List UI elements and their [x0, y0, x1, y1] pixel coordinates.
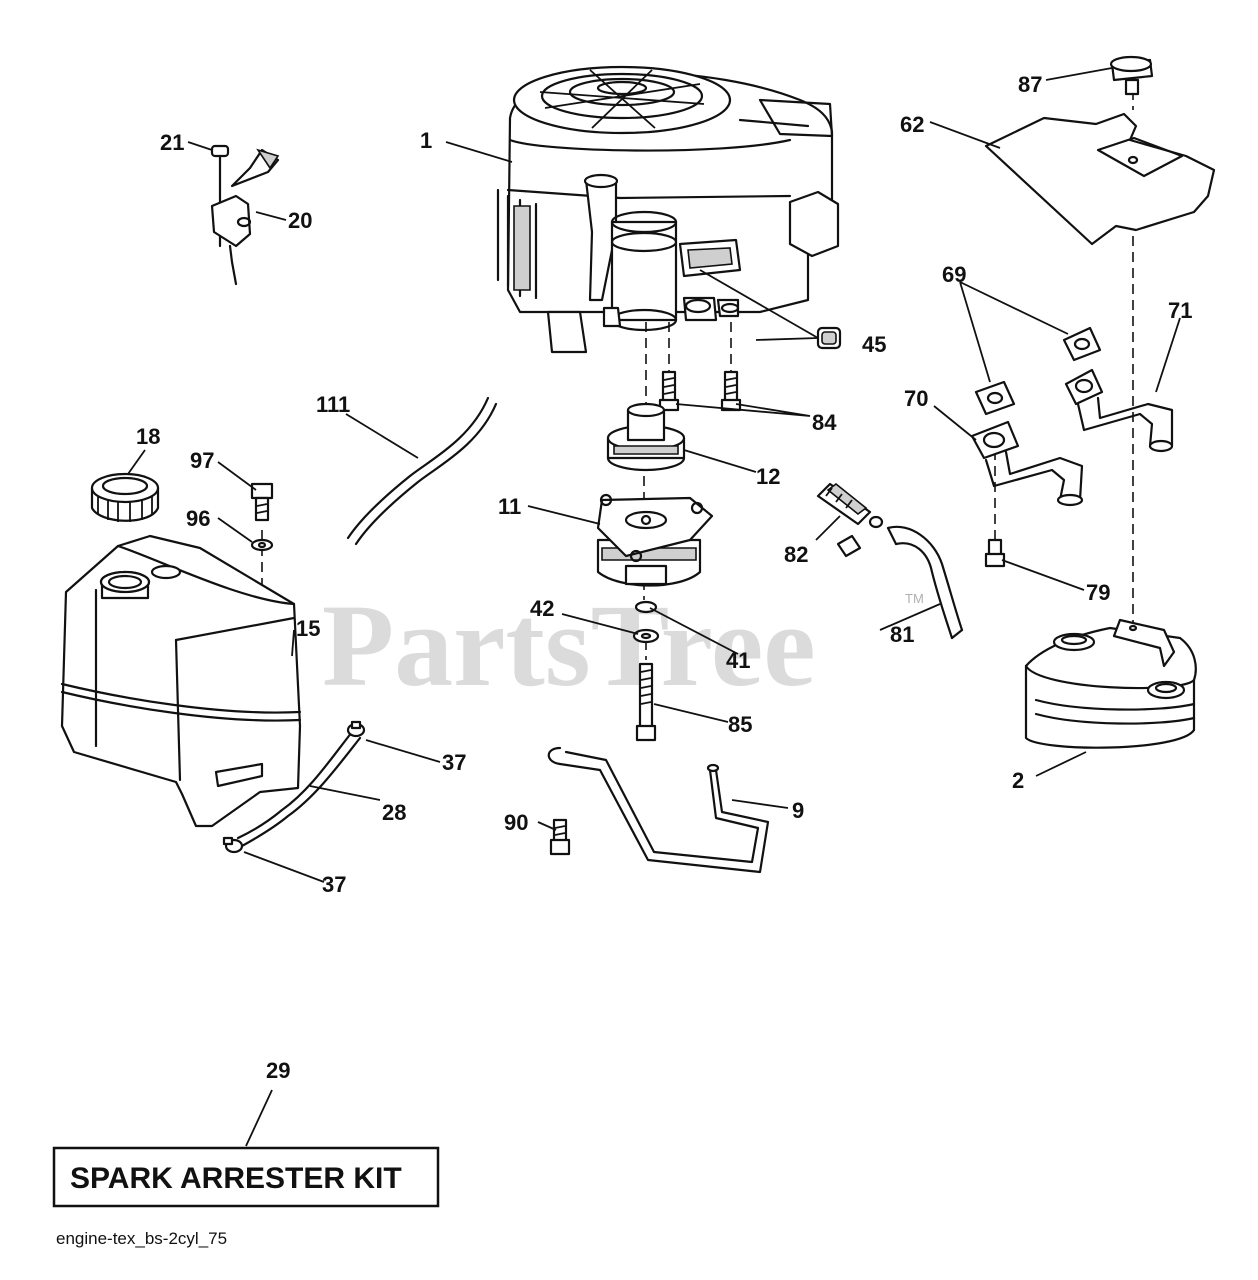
callout-111[interactable]: 111 — [316, 392, 350, 417]
callout-97[interactable]: 97 — [190, 448, 214, 473]
clamp-part-37-top[interactable] — [346, 720, 366, 738]
bolt-part-97[interactable] — [250, 482, 274, 522]
callout-81[interactable]: 81 — [890, 622, 914, 647]
callout-62[interactable]: 62 — [900, 112, 924, 137]
callout-labels: 1 2 9 11 12 15 18 20 21 28 29 37 37 41 4… — [136, 72, 1192, 1083]
callout-70[interactable]: 70 — [904, 386, 928, 411]
callout-84[interactable]: 84 — [812, 410, 837, 435]
callout-96[interactable]: 96 — [186, 506, 210, 531]
fuel-line-part-28[interactable] — [236, 730, 362, 848]
callout-41[interactable]: 41 — [726, 648, 750, 673]
callout-82[interactable]: 82 — [784, 542, 808, 567]
bolt-part-79[interactable] — [984, 538, 1006, 568]
hose-part-111[interactable] — [346, 396, 498, 546]
clamp-part-37-bottom[interactable] — [222, 836, 244, 854]
callout-45[interactable]: 45 — [862, 332, 886, 357]
heat-shield-part-62[interactable] — [984, 112, 1216, 246]
clutch-part-11[interactable] — [596, 493, 714, 587]
watermark: PartsTree — [322, 580, 816, 711]
callout-42[interactable]: 42 — [530, 596, 554, 621]
bolts-part-84[interactable] — [658, 370, 742, 412]
diagram-caption: engine-tex_bs-2cyl_75 — [56, 1229, 227, 1248]
callout-37-bottom[interactable]: 37 — [322, 872, 346, 897]
callout-29[interactable]: 29 — [266, 1058, 290, 1083]
callout-15[interactable]: 15 — [296, 616, 320, 641]
knob-part-87[interactable] — [1109, 55, 1154, 96]
fuel-filter-part-82[interactable] — [816, 482, 884, 558]
pulley-part-12[interactable] — [606, 402, 686, 472]
fuel-cap-part-18[interactable] — [90, 472, 160, 522]
callout-11[interactable]: 11 — [498, 494, 521, 519]
callout-21[interactable]: 21 — [160, 130, 184, 155]
dipstick-part-20-21[interactable] — [210, 144, 280, 286]
drain-plug-part-45[interactable] — [816, 326, 842, 350]
watermark-tm: TM — [905, 591, 924, 606]
leader-lines — [127, 67, 1181, 1147]
engine-part-1[interactable] — [496, 65, 840, 354]
callout-1[interactable]: 1 — [420, 128, 432, 153]
callout-71[interactable]: 71 — [1168, 298, 1192, 323]
callout-37-top[interactable]: 37 — [442, 750, 466, 775]
hose-part-81[interactable] — [886, 525, 964, 640]
washer-part-96[interactable] — [250, 538, 274, 552]
callout-2[interactable]: 2 — [1012, 768, 1024, 793]
exhaust-pipe-part-70[interactable] — [970, 420, 1084, 507]
callout-79[interactable]: 79 — [1086, 580, 1110, 605]
callout-28[interactable]: 28 — [382, 800, 406, 825]
callout-9[interactable]: 9 — [792, 798, 804, 823]
fuel-tank-part-15[interactable] — [60, 534, 302, 828]
muffler-part-2[interactable] — [1024, 618, 1197, 749]
callout-90[interactable]: 90 — [504, 810, 528, 835]
exhaust-pipe-part-71[interactable] — [1064, 368, 1174, 453]
rod-part-9[interactable] — [547, 746, 770, 874]
callout-12[interactable]: 12 — [756, 464, 780, 489]
gasket-part-69[interactable] — [974, 326, 1102, 416]
callout-69[interactable]: 69 — [942, 262, 966, 287]
callout-20[interactable]: 20 — [288, 208, 312, 233]
washer-part-41-42[interactable] — [632, 600, 660, 644]
callout-18[interactable]: 18 — [136, 424, 160, 449]
bolt-part-90[interactable] — [549, 818, 571, 856]
callout-85[interactable]: 85 — [728, 712, 752, 737]
spark-arrester-kit-label: SPARK ARRESTER KIT — [70, 1162, 402, 1195]
callout-87[interactable]: 87 — [1018, 72, 1042, 97]
bolt-part-85[interactable] — [635, 662, 657, 742]
spark-arrester-kit-box[interactable]: SPARK ARRESTER KIT — [52, 1146, 440, 1208]
